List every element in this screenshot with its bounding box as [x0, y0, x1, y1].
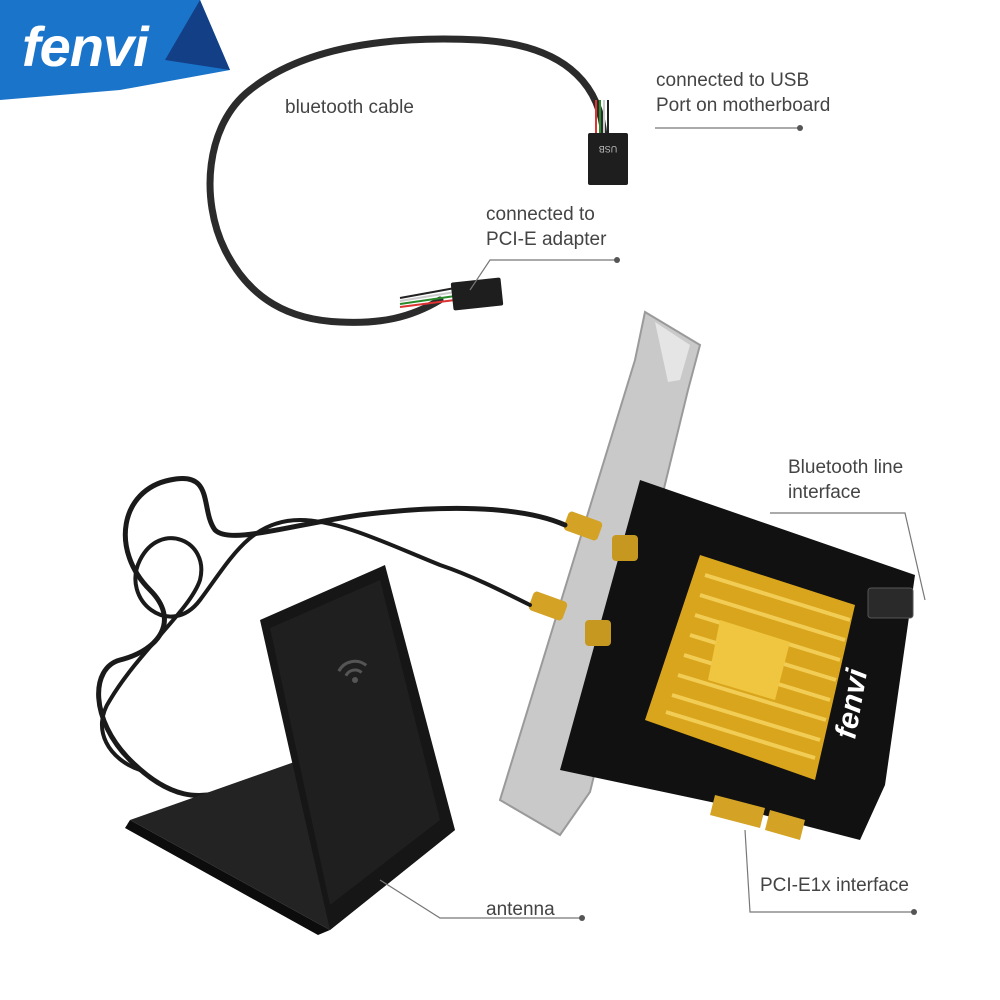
leader-bluetooth-line — [770, 512, 926, 601]
usb-header-connector — [588, 133, 628, 185]
usb-connector-wires — [595, 100, 609, 136]
bluetooth-line-connector — [867, 587, 914, 619]
antenna-cable-2 — [99, 517, 532, 772]
antenna-cable-1 — [96, 475, 568, 798]
leader-pcie-adapter — [469, 259, 615, 291]
label-pcie-adapter-line2: PCI-E adapter — [486, 229, 607, 250]
label-usb-port-line1: connected to USB — [656, 70, 810, 91]
label-bluetooth-cable: bluetooth cable — [285, 97, 414, 118]
antenna-base — [125, 565, 455, 935]
logo-banner-shape — [0, 0, 230, 100]
leader-lines — [379, 125, 926, 921]
brand-logo: fenvi — [0, 0, 230, 100]
label-pcie-interface: PCI-E1x interface — [760, 875, 909, 896]
pcie-cable-connector — [450, 277, 504, 311]
logo-text: fenvi — [22, 15, 149, 78]
label-antenna: antenna — [486, 899, 555, 920]
sma-connectors — [528, 511, 638, 646]
pcie-connector-wires — [399, 287, 456, 308]
label-bluetooth-line-line2: interface — [788, 482, 861, 503]
gold-edge-contacts — [710, 795, 805, 840]
label-bluetooth-line-line1: Bluetooth line — [788, 457, 904, 478]
metal-bracket — [498, 310, 702, 837]
bluetooth-cable — [206, 35, 608, 326]
label-bluetooth-line: Bluetooth line interface — [788, 455, 903, 505]
leader-antenna — [379, 879, 580, 919]
heatsink — [645, 555, 855, 780]
wifi-icon — [337, 659, 368, 683]
label-usb-port: connected to USB Port on motherboard — [656, 68, 830, 118]
leader-pcie-interface — [744, 829, 912, 913]
label-pcie-adapter-line1: connected to — [486, 204, 595, 225]
label-pcie-adapter: connected to PCI-E adapter — [486, 202, 606, 252]
usb-header-label: USB — [599, 144, 618, 154]
label-usb-port-line2: Port on motherboard — [656, 95, 831, 116]
